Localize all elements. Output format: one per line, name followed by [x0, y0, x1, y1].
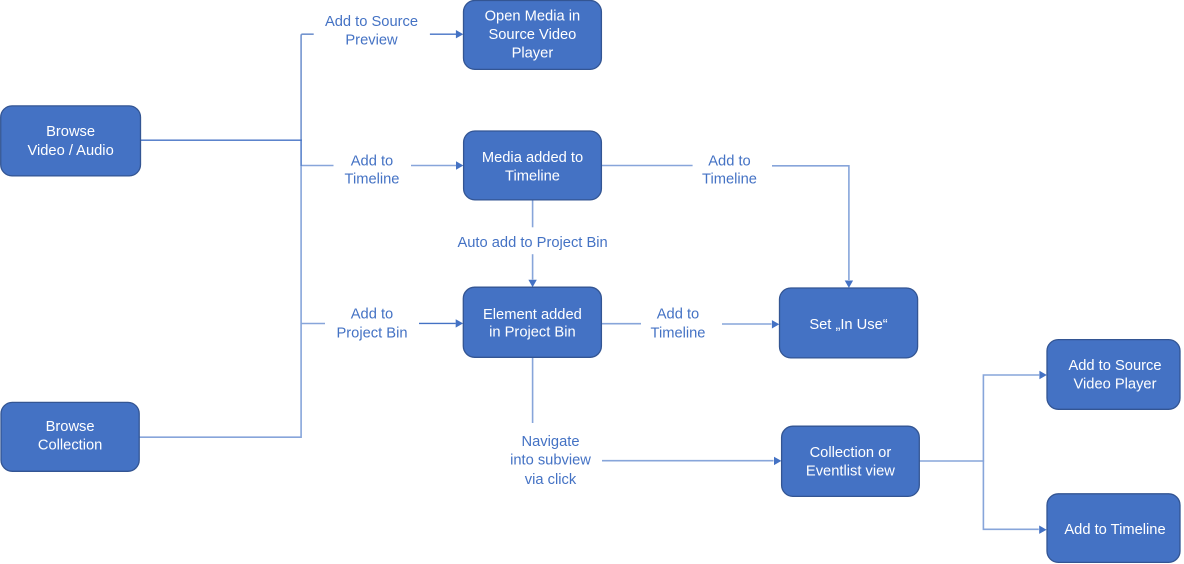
svg-text:via click: via click	[525, 472, 577, 488]
svg-text:Auto add to Project Bin: Auto add to Project Bin	[457, 235, 607, 251]
svg-text:Add to Source: Add to Source	[325, 14, 418, 30]
svg-text:in Project Bin: in Project Bin	[489, 325, 576, 341]
svg-text:Add to Timeline: Add to Timeline	[1064, 522, 1165, 538]
svg-text:Set „In Use“: Set „In Use“	[809, 317, 887, 333]
svg-text:Element added: Element added	[483, 307, 582, 323]
svg-text:Preview: Preview	[345, 32, 398, 48]
svg-text:Timeline: Timeline	[702, 172, 757, 188]
svg-text:Player: Player	[512, 46, 554, 62]
svg-text:Media added to: Media added to	[482, 150, 583, 166]
svg-text:Open Media in: Open Media in	[485, 8, 581, 24]
svg-text:Video Player: Video Player	[1073, 377, 1156, 393]
svg-text:Source Video: Source Video	[488, 27, 576, 43]
svg-text:into subview: into subview	[510, 452, 591, 468]
svg-text:Eventlist view: Eventlist view	[806, 463, 895, 479]
svg-text:Browse: Browse	[46, 124, 95, 140]
svg-text:Collection: Collection	[38, 438, 103, 454]
svg-text:Add to Source: Add to Source	[1068, 358, 1161, 374]
svg-text:Add to: Add to	[351, 153, 393, 169]
svg-text:Collection or: Collection or	[810, 445, 892, 461]
svg-text:Timeline: Timeline	[651, 325, 706, 341]
svg-text:Timeline: Timeline	[505, 169, 560, 185]
svg-text:Project Bin: Project Bin	[336, 325, 407, 341]
svg-text:Timeline: Timeline	[345, 172, 400, 188]
svg-text:Add to: Add to	[351, 307, 393, 323]
svg-text:Add to: Add to	[657, 307, 699, 323]
svg-text:Video / Audio: Video / Audio	[27, 143, 113, 159]
svg-text:Navigate: Navigate	[522, 434, 580, 450]
svg-text:Browse: Browse	[46, 419, 95, 435]
svg-text:Add to: Add to	[708, 153, 750, 169]
